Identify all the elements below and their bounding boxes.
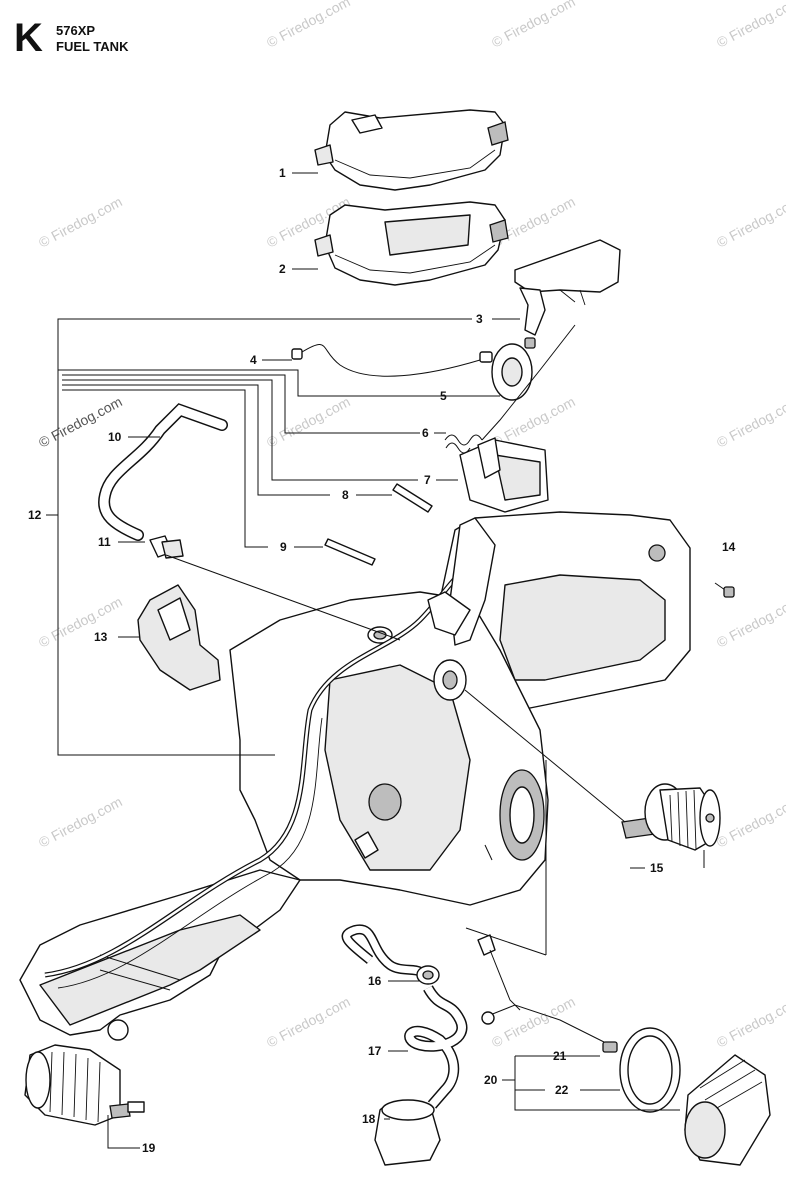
callout-5[interactable]: 5 [440, 389, 447, 403]
callout-10[interactable]: 10 [108, 430, 122, 444]
callout-11[interactable]: 11 [98, 535, 111, 549]
callout-16[interactable]: 16 [368, 974, 382, 988]
callout-3[interactable]: 3 [476, 312, 483, 326]
part-20-fuel-cap[interactable] [684, 1054, 771, 1166]
callout-9[interactable]: 9 [280, 540, 287, 554]
callout-12[interactable]: 12 [28, 508, 42, 522]
callout-18[interactable]: 18 [362, 1112, 376, 1126]
callout-7[interactable]: 7 [424, 473, 431, 487]
part-8-pin[interactable] [392, 483, 433, 513]
watermark: © Firedog.com [264, 993, 353, 1050]
watermark: © Firedog.com [714, 993, 786, 1050]
watermark: © Firedog.com [714, 193, 786, 250]
part-3-throttle-trigger[interactable] [514, 239, 621, 336]
callout-8[interactable]: 8 [342, 488, 349, 502]
watermark: © Firedog.com [36, 593, 125, 650]
watermark: © Firedog.com [264, 393, 353, 450]
callout-2[interactable]: 2 [279, 262, 286, 276]
watermark: © Firedog.com [36, 793, 125, 850]
callout-15[interactable]: 15 [650, 861, 664, 875]
part-19-anti-vibration-spring[interactable] [24, 1044, 145, 1126]
part-18-fuel-filter[interactable] [374, 1099, 441, 1166]
part-17-fuel-hose[interactable] [404, 985, 468, 1109]
callout-1[interactable]: 1 [279, 166, 286, 180]
callout-22[interactable]: 22 [555, 1083, 569, 1097]
part-22-cap-seal[interactable] [619, 1027, 681, 1113]
callout-20[interactable]: 20 [484, 1073, 498, 1087]
callout-labels: 1 2 3 4 5 6 7 8 9 10 11 12 13 14 15 16 1… [28, 166, 736, 1155]
part-2-cover[interactable] [314, 201, 509, 286]
part-7-bracket[interactable] [459, 437, 549, 513]
part-21-cap-strap[interactable] [477, 934, 618, 1053]
callout-13[interactable]: 13 [94, 630, 108, 644]
part-14-screw[interactable] [714, 582, 735, 598]
leader-lines [46, 172, 705, 1149]
diagram-title: FUEL TANK [56, 39, 129, 54]
part-15-anti-vibration-spring[interactable] [621, 783, 721, 851]
part-11-fitting[interactable] [149, 535, 184, 559]
callout-6[interactable]: 6 [422, 426, 429, 440]
fuel-tank-housing[interactable] [19, 511, 691, 1041]
part-5-lever[interactable] [491, 337, 536, 401]
callout-14[interactable]: 14 [722, 540, 736, 554]
callout-21[interactable]: 21 [553, 1049, 567, 1063]
watermark: © Firedog.com [36, 193, 125, 250]
part-1-top-cover[interactable] [314, 109, 509, 191]
part-16-fitting[interactable] [341, 924, 440, 985]
model-number: 576XP [56, 23, 96, 38]
section-letter: K [14, 16, 43, 60]
watermark: © Firedog.com [714, 393, 786, 450]
part-4-throttle-cable[interactable] [291, 343, 493, 377]
watermark: © Firedog.com [714, 593, 786, 650]
watermark: © Firedog.com [714, 0, 786, 51]
callout-19[interactable]: 19 [142, 1141, 156, 1155]
part-10-fuel-hose[interactable] [98, 403, 228, 541]
watermark: © Firedog.com [489, 0, 578, 51]
watermark: © Firedog.com [264, 0, 353, 51]
part-13-cover[interactable] [137, 584, 221, 691]
part-9-pin[interactable] [324, 538, 376, 566]
watermark: © Firedog.com [714, 793, 786, 850]
callout-4[interactable]: 4 [250, 353, 257, 367]
callout-17[interactable]: 17 [368, 1044, 382, 1058]
